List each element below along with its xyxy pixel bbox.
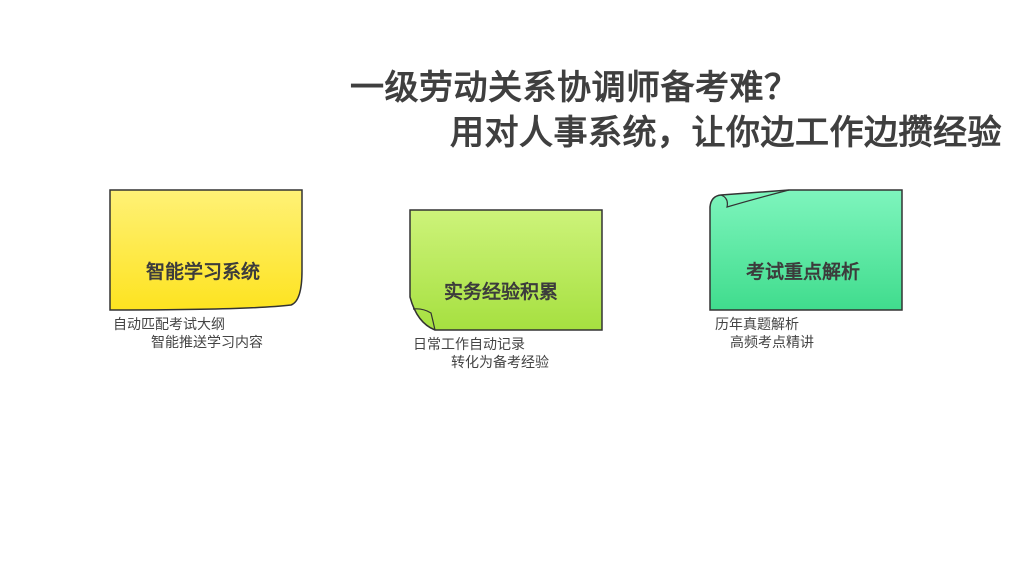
yellow-note-shape xyxy=(109,189,303,311)
card-smart-learning: 智能学习系统 xyxy=(109,189,303,311)
card-description-line-1: 自动匹配考试大纲 xyxy=(113,317,225,333)
slide-title-line-1: 一级劳动关系协调师备考难？ xyxy=(350,68,799,108)
card-title: 实务经验积累 xyxy=(444,281,559,303)
green-note-shape xyxy=(409,209,603,331)
slide-title-line-2: 用对人事系统，让你边工作边攒经验 xyxy=(450,113,1002,153)
card-description-line-2: 转化为备考经验 xyxy=(451,355,549,371)
card-description-line-2: 智能推送学习内容 xyxy=(151,335,263,351)
card-description-line-2: 高频考点精讲 xyxy=(730,335,814,351)
card-title: 智能学习系统 xyxy=(146,261,261,283)
card-description-line-1: 历年真题解析 xyxy=(715,317,799,333)
card-title: 考试重点解析 xyxy=(746,261,861,283)
card-description-line-1: 日常工作自动记录 xyxy=(413,337,525,353)
card-practical-experience: 实务经验积累 xyxy=(409,209,603,331)
teal-note-shape xyxy=(709,189,903,311)
card-exam-key-points: 考试重点解析 xyxy=(709,189,903,311)
